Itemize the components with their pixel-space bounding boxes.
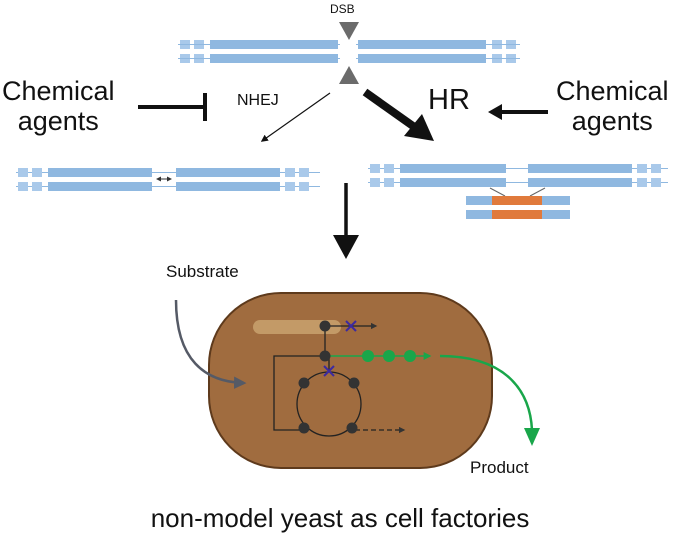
hr-chromosome (368, 164, 668, 219)
dsb-marker-triangle-top-icon (339, 22, 359, 40)
nhej-label: NHEJ (237, 92, 279, 109)
product-arrowhead (524, 428, 540, 446)
product-pathway-nodes (362, 350, 416, 362)
product-node (404, 350, 416, 362)
metabolite-node (319, 320, 331, 332)
dsb-marker-triangle-bottom-icon (339, 66, 359, 84)
substrate-label: Substrate (166, 262, 239, 281)
chemical-agents-left-line1: Chemical (2, 76, 115, 106)
chemical-agents-left-label: Chemical agents (2, 76, 115, 136)
substrate-arrow (174, 299, 247, 389)
broken-chromosome (178, 40, 520, 63)
chemical-agents-left-line2: agents (17, 106, 99, 136)
nhej-chromosome (16, 168, 320, 191)
metabolite-node (346, 422, 358, 434)
chemical-agents-right-line1: Chemical (556, 76, 669, 106)
product-label: Product (470, 458, 529, 477)
metabolite-node (348, 377, 360, 389)
hr-label: HR (428, 84, 470, 116)
chemical-agents-right-line2: agents (571, 106, 653, 136)
block-cross-icon (345, 320, 357, 332)
metabolite-node (298, 377, 310, 389)
metabolite-node (319, 350, 331, 362)
product-node (383, 350, 395, 362)
caption: non-model yeast as cell factories (150, 503, 530, 533)
product-node (362, 350, 374, 362)
product-arrow (439, 354, 534, 431)
dsb-label: DSB (330, 2, 355, 16)
block-cross-icon (323, 365, 335, 377)
hr-arrow (362, 88, 423, 135)
inhibition-bar-icon (138, 93, 207, 121)
stimulation-arrowhead (488, 104, 502, 120)
metabolite-node (298, 422, 310, 434)
metabolite-nodes (298, 320, 360, 434)
down-arrowhead (333, 235, 359, 259)
yeast-cell-highlight (253, 320, 341, 334)
nhej-arrow (260, 92, 331, 142)
chemical-agents-right-label: Chemical agents (556, 76, 669, 136)
hr-arrowhead (404, 114, 434, 141)
